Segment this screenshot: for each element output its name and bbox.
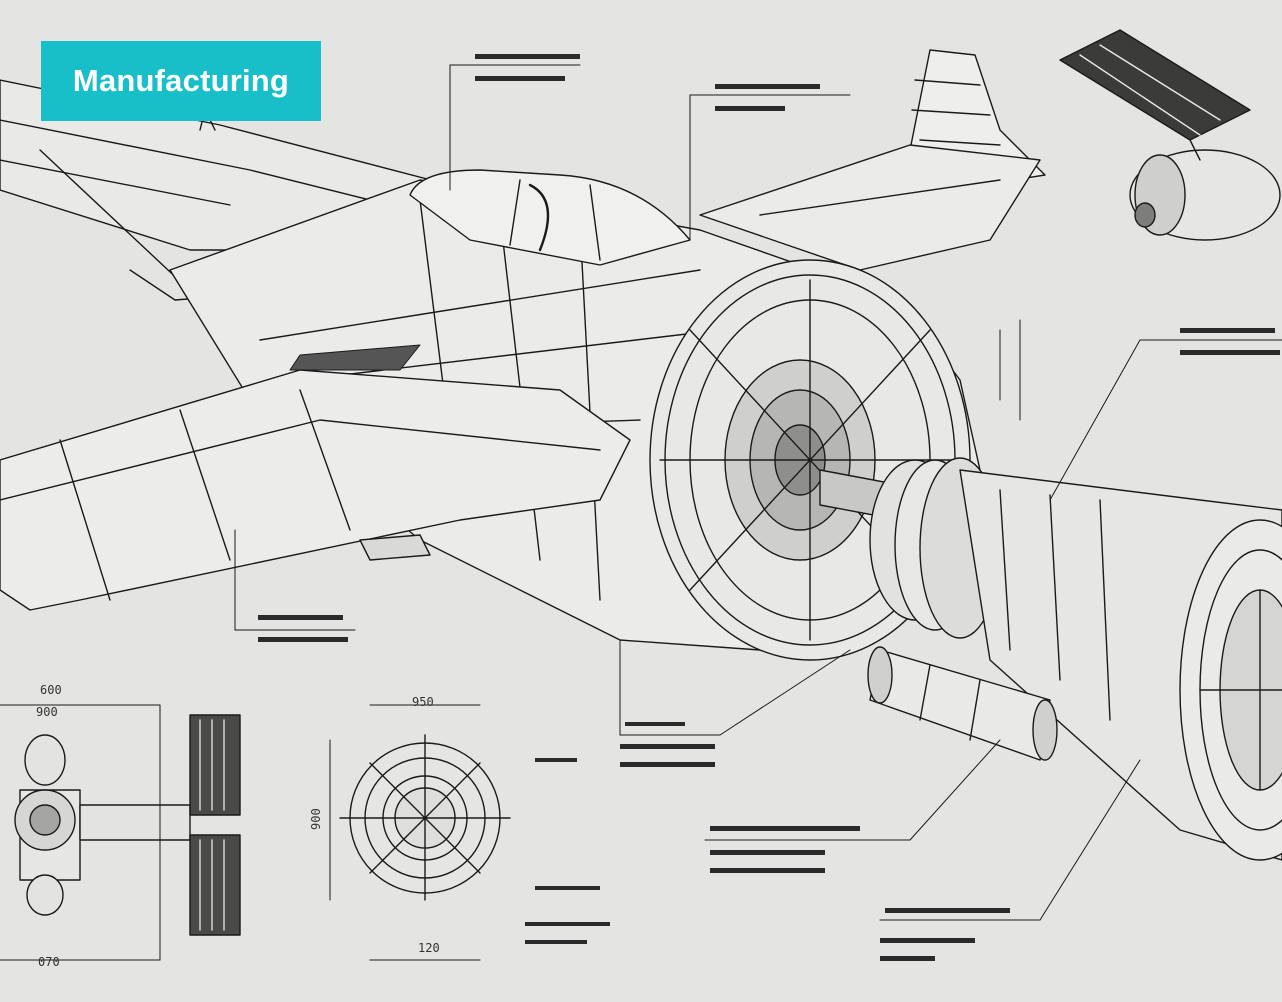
dimension-label: 070 [38, 955, 60, 969]
jet-engine-module [869, 457, 1282, 861]
dimension-lines [0, 64, 1282, 961]
category-badge: Manufacturing [41, 41, 321, 121]
blueprint-annotation-marks [258, 54, 1280, 961]
tail-fin [699, 49, 1046, 271]
cockpit-canopy [409, 169, 691, 266]
dimension-label: 120 [418, 941, 440, 955]
lower-wing [0, 344, 631, 611]
dimension-label: 900 [36, 705, 58, 719]
fuel-tank [867, 646, 1058, 761]
small-satellite-drawing [14, 714, 241, 936]
dimension-label: 600 [40, 683, 62, 697]
cross-section-view [339, 734, 511, 901]
satellite-drawing [1059, 29, 1281, 241]
category-badge-label: Manufacturing [72, 63, 290, 98]
dimension-label: 900 [309, 808, 323, 830]
dimension-label: 950 [412, 695, 434, 709]
engine-cutaway [649, 259, 971, 661]
